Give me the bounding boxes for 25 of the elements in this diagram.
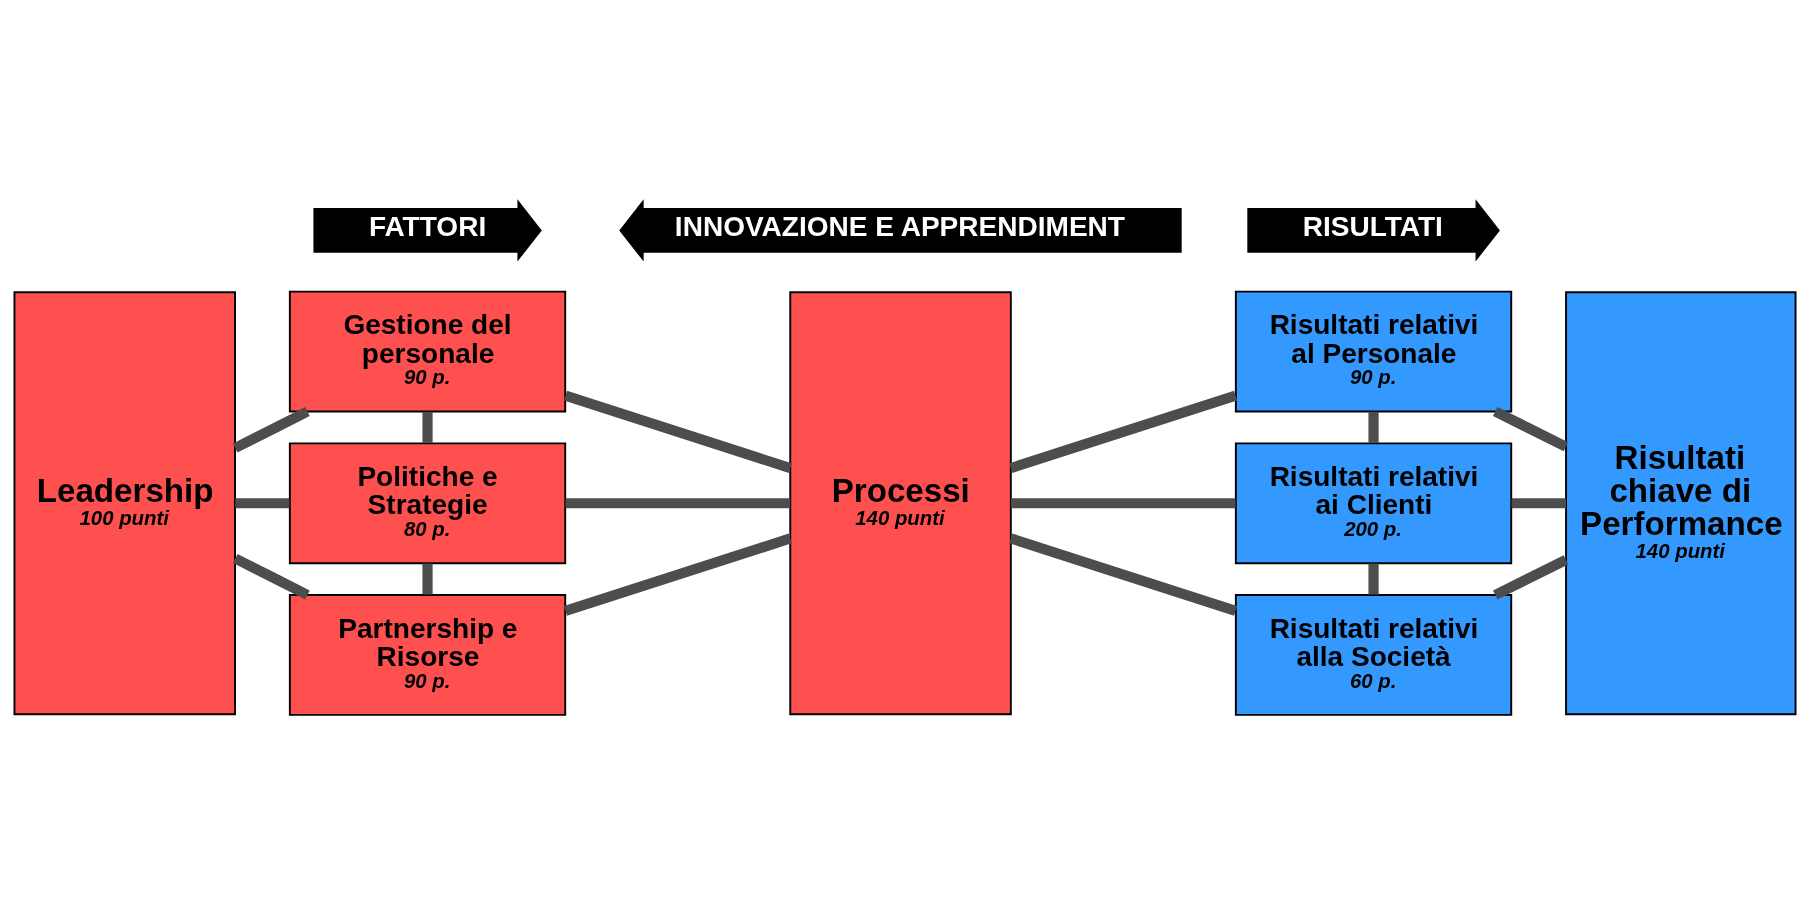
- connector: [563, 390, 792, 473]
- node-box: Processi 140 punti: [789, 290, 1012, 715]
- connector: [1009, 390, 1238, 473]
- connector: [422, 563, 433, 595]
- connector: [1511, 497, 1566, 508]
- connector: [422, 411, 433, 443]
- node-box: Partnership e Risorse 90 p.: [288, 593, 567, 716]
- connector: [232, 406, 310, 453]
- connector: [235, 497, 290, 508]
- node-box: Politiche e Strategie 80 p.: [288, 441, 567, 564]
- connector: [563, 533, 792, 616]
- node-box: Risultati relativi ai Clienti 200 p.: [1234, 441, 1513, 564]
- connector: [1368, 411, 1379, 443]
- connector: [1492, 554, 1569, 600]
- node-box: Risultati chiave di Performance 140 punti: [1565, 290, 1797, 715]
- connector: [1009, 533, 1238, 616]
- connector: [565, 497, 791, 508]
- connector: [1010, 497, 1236, 508]
- connector: [1368, 563, 1379, 595]
- node-box: Leadership 100 punti: [13, 290, 236, 715]
- connector: [1492, 406, 1569, 451]
- node-box: Risultati relativi alla Società 60 p.: [1234, 593, 1513, 716]
- connector: [232, 553, 310, 599]
- node-box: Risultati relativi al Personale 90 p.: [1234, 290, 1513, 412]
- node-box: Gestione del personale 90 p.: [288, 290, 567, 412]
